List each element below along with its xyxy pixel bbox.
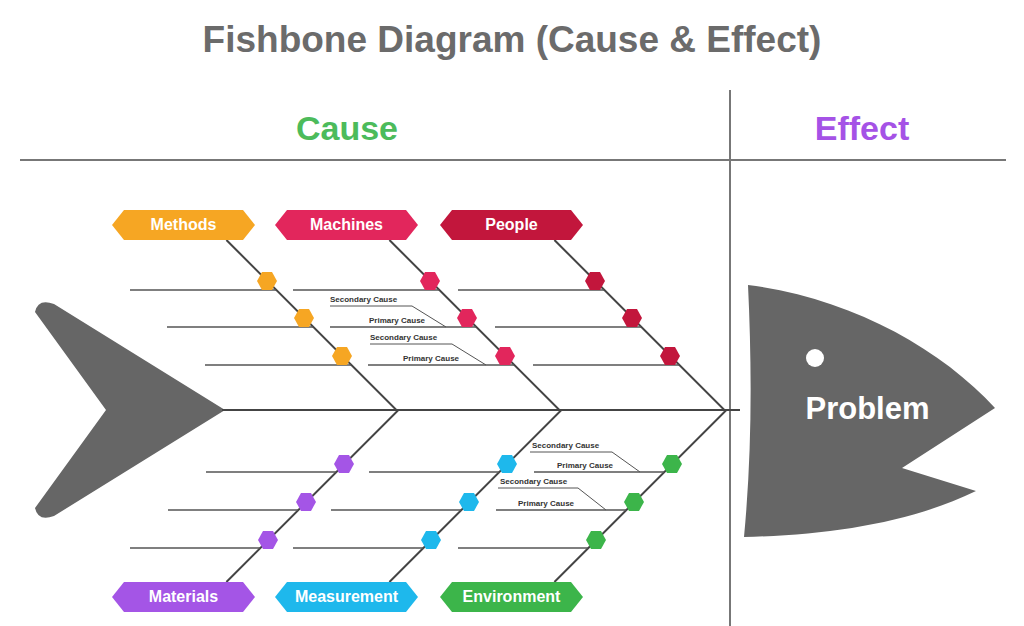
leader-line <box>370 344 486 365</box>
sub-bone <box>533 364 679 366</box>
category-label: People <box>440 210 583 240</box>
bone-marker <box>622 309 642 327</box>
leader-line <box>530 452 640 472</box>
divider-rule <box>729 90 731 626</box>
bone-marker <box>495 347 515 365</box>
fish-bone <box>554 410 740 582</box>
category-label: Methods <box>112 210 255 240</box>
fish-tail <box>35 302 225 518</box>
fish-bone <box>226 240 740 410</box>
bone-marker <box>457 309 477 327</box>
bone-marker <box>586 531 606 549</box>
sub-bone <box>331 509 461 511</box>
fish-bone <box>554 240 740 410</box>
bone-marker <box>294 309 314 327</box>
fish-bone <box>389 410 740 582</box>
sub-bone <box>167 326 313 328</box>
sub-bone <box>496 509 626 511</box>
cause-label: Primary Cause <box>557 461 613 471</box>
hexagon-outline <box>112 582 255 612</box>
cause-label: Primary Cause <box>403 354 459 364</box>
category-label: Machines <box>275 210 418 240</box>
bone-marker <box>257 272 277 290</box>
edge-layer <box>226 240 740 582</box>
bone-marker <box>332 347 352 365</box>
header-rule <box>20 159 1006 161</box>
bone-marker <box>296 493 316 511</box>
sub-bone <box>168 509 298 511</box>
sub-bone <box>369 471 499 473</box>
sub-bone <box>534 471 664 473</box>
sub-bone <box>130 547 260 549</box>
cause-label: Secondary Cause <box>370 333 437 343</box>
leader-line <box>330 306 446 327</box>
hexagon-outline <box>275 582 418 612</box>
hexagon-outline <box>112 210 255 240</box>
category-label: Environment <box>440 582 583 612</box>
bone-markers <box>257 272 682 549</box>
leader-line <box>498 488 606 510</box>
sub-bone <box>293 289 439 291</box>
category-text: Machines <box>275 210 418 240</box>
cause-label: Secondary Cause <box>500 477 567 487</box>
category-label: Measurement <box>275 582 418 612</box>
cause-label: Primary Cause <box>518 499 574 509</box>
sub-bone <box>130 289 276 291</box>
category-text: Environment <box>440 582 583 612</box>
sub-bone <box>205 364 351 366</box>
category-text: Methods <box>112 210 255 240</box>
fish-head: Problem <box>740 283 995 537</box>
cause-label: Secondary Cause <box>532 441 599 451</box>
sub-bone <box>330 326 476 328</box>
bone-marker <box>421 531 441 549</box>
bone-marker <box>624 493 644 511</box>
bone-marker <box>258 531 278 549</box>
bone-marker <box>459 493 479 511</box>
cause-label: Secondary Cause <box>330 295 397 305</box>
hexagon-outline <box>275 210 418 240</box>
bone-marker <box>497 455 517 473</box>
sub-bones <box>130 290 679 548</box>
fish-spine <box>222 409 400 411</box>
sub-bone <box>293 547 423 549</box>
sub-bone <box>458 547 588 549</box>
bone-marker <box>334 455 354 473</box>
category-text: Materials <box>112 582 255 612</box>
category-text: People <box>440 210 583 240</box>
category-text: Measurement <box>275 582 418 612</box>
category-label: Materials <box>112 582 255 612</box>
sub-bone <box>495 326 641 328</box>
sub-bone <box>368 364 514 366</box>
diagram-title: Fishbone Diagram (Cause & Effect) <box>0 15 1024 65</box>
bone-marker <box>585 272 605 290</box>
fish-eye <box>806 349 824 367</box>
section-heading: Cause <box>247 106 447 150</box>
leader-lines <box>330 306 640 510</box>
section-heading: Effect <box>762 106 962 150</box>
hexagon-outline <box>440 582 583 612</box>
sub-bone <box>458 289 604 291</box>
sub-bone <box>206 471 336 473</box>
bone-marker <box>662 455 682 473</box>
bone-marker <box>420 272 440 290</box>
hexagon-outline <box>440 210 583 240</box>
cause-label: Primary Cause <box>369 316 425 326</box>
bone-marker <box>660 347 680 365</box>
effect-text: Problem <box>740 389 995 429</box>
fish-bone <box>226 410 740 582</box>
